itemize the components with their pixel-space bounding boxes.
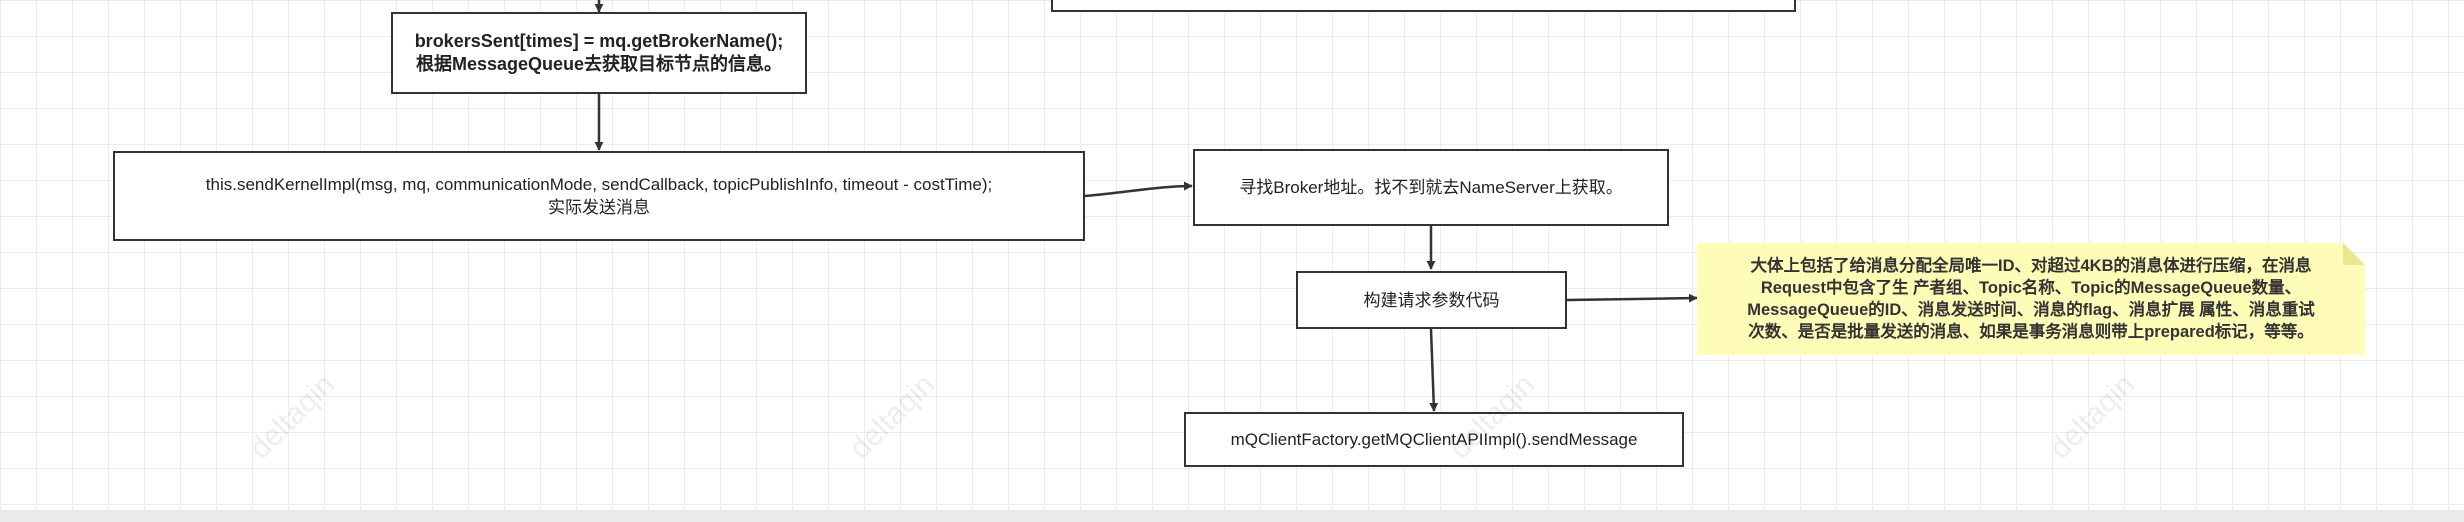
partial-process-box — [1051, 0, 1796, 12]
get-broker-name-node: brokersSent[times] = mq.getBrokerName();… — [391, 12, 807, 94]
send-kernel-impl-code: this.sendKernelImpl(msg, mq, communicati… — [205, 175, 993, 194]
build-request-label: 构建请求参数代码 — [1363, 290, 1500, 310]
send-message-label: mQClientFactory.getMQClientAPIImpl().sen… — [1230, 430, 1638, 449]
send-kernel-impl-desc: 实际发送消息 — [548, 198, 650, 217]
build-request-node: 构建请求参数代码 — [1296, 271, 1567, 329]
request-params-note: 大体上包括了给消息分配全局唯一ID、对超过4KB的消息体进行压缩，在消息 Req… — [1697, 243, 2365, 355]
get-broker-name-code: brokersSent[times] = mq.getBrokerName(); — [414, 31, 784, 51]
note-line-2: Request中包含了生 产者组、Topic名称、Topic的MessageQu… — [1760, 279, 2302, 297]
find-broker-label: 寻找Broker地址。找不到就去NameServer上获取。 — [1239, 178, 1623, 197]
connector-build-to-note — [1566, 293, 1698, 303]
note-line-1: 大体上包括了给消息分配全局唯一ID、对超过4KB的消息体进行压缩，在消息 — [1750, 257, 2312, 275]
send-kernel-impl-node: this.sendKernelImpl(msg, mq, communicati… — [113, 151, 1085, 241]
send-message-node: mQClientFactory.getMQClientAPIImpl().sen… — [1184, 412, 1684, 467]
note-line-4: 次数、是否是批量发送的消息、如果是事务消息则带上prepared标记，等等。 — [1748, 323, 2314, 341]
note-line-3: MessageQueue的ID、消息发送时间、消息的flag、消息扩展 属性、消… — [1747, 301, 2315, 319]
get-broker-name-desc: 根据MessageQueue去获取目标节点的信息。 — [415, 54, 783, 74]
connector-send-to-find — [1084, 181, 1193, 198]
connector-build-to-send-message — [1429, 328, 1439, 412]
bottom-scroll-band — [0, 510, 2464, 522]
find-broker-node: 寻找Broker地址。找不到就去NameServer上获取。 — [1193, 149, 1669, 226]
